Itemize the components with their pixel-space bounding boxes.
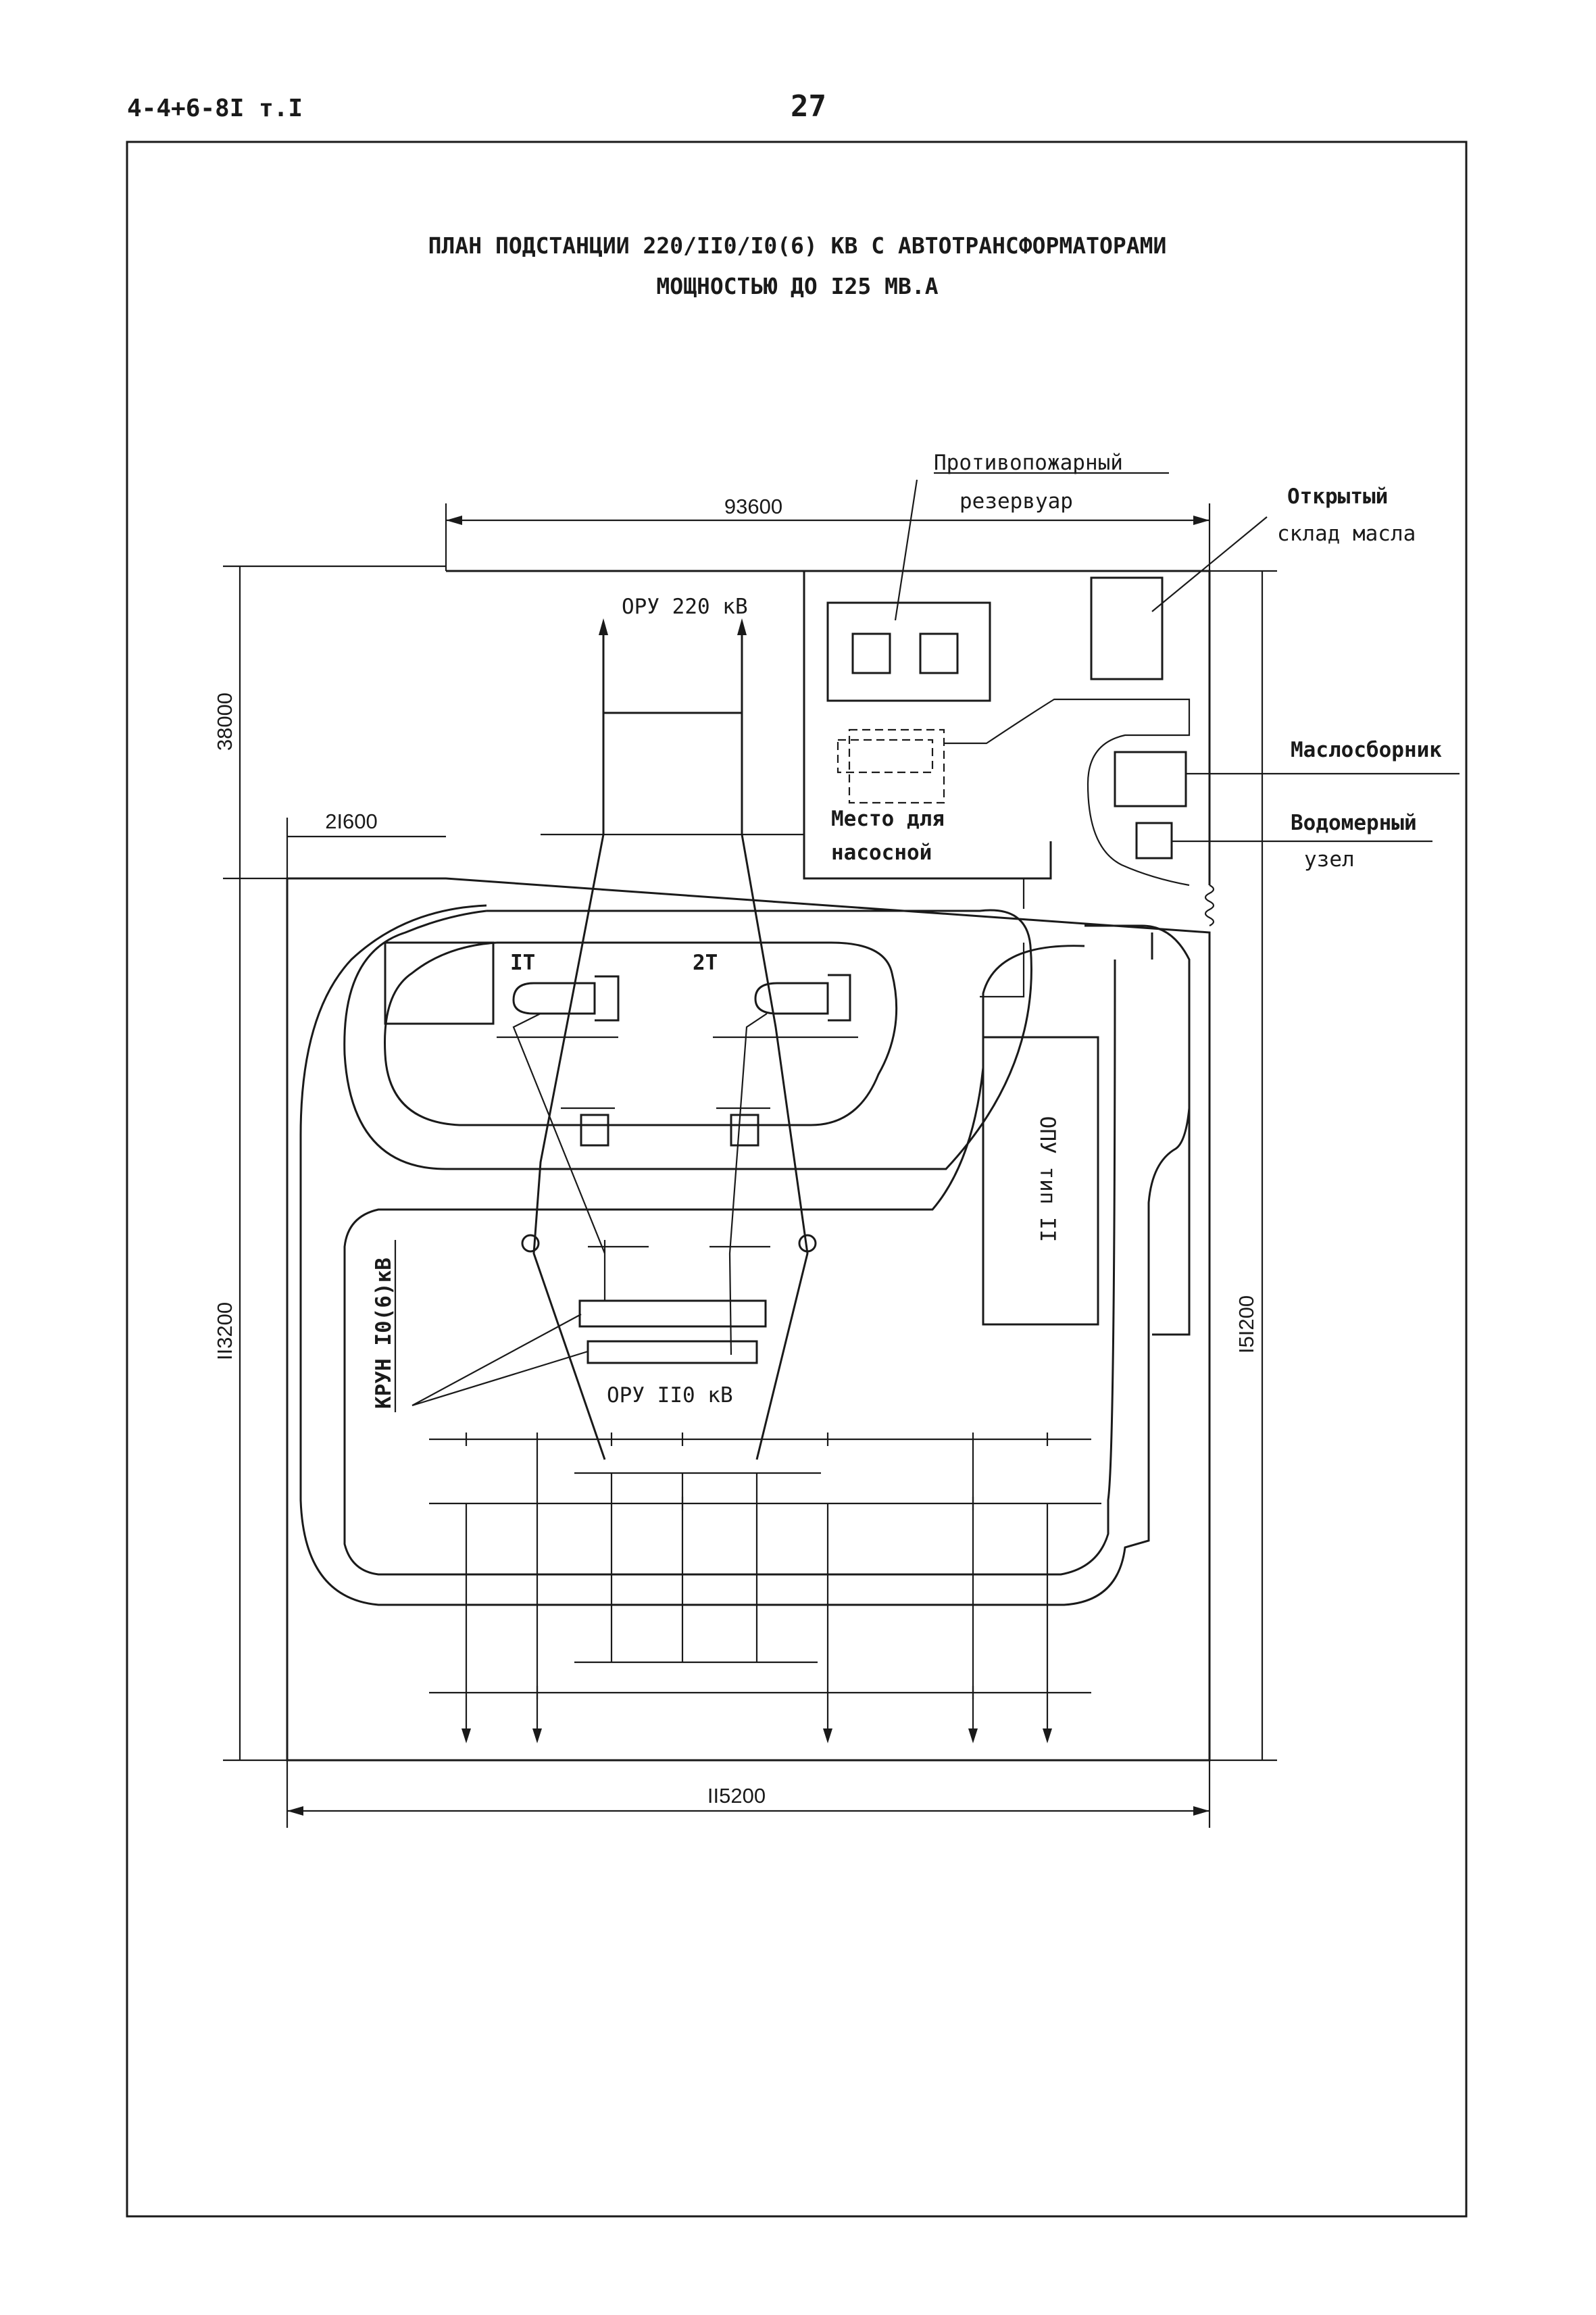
- opu-building: [982, 1036, 1099, 1326]
- label-water-meter-2: узел: [1304, 847, 1355, 872]
- fence-break-symbol: [1204, 885, 1215, 926]
- drawing-frame: [126, 141, 1468, 2218]
- dim-top: 93600: [724, 495, 782, 518]
- site-boundary: [286, 570, 1211, 1762]
- transformer-1: [512, 975, 620, 1022]
- fire-reservoir-tank-2: [919, 632, 959, 674]
- label-oil-store-2: склад масла: [1277, 522, 1416, 546]
- krun-cabinet-1: [578, 1299, 767, 1328]
- plan-title-line-1: ПЛАН ПОДСТАНЦИИ 220/II0/I0(6) КВ С АВТОТ…: [428, 232, 1167, 259]
- pump-place-outline-2: [848, 728, 945, 804]
- leader-fire-reservoir-pointer: [894, 479, 918, 621]
- reactor-1: [580, 1114, 609, 1147]
- plan-title-line-2: МОЩНОСТЬЮ ДО I25 МВ.А: [656, 273, 938, 299]
- label-fire-reservoir-1: Противопожарный: [934, 451, 1123, 475]
- arrow-220-in-1: [599, 618, 608, 635]
- open-oil-store: [1090, 576, 1164, 680]
- leader-krun: [412, 1314, 589, 1407]
- road-transformer-loop-outer: [343, 909, 1032, 1170]
- label-opu: ОПУ тип II: [1035, 1116, 1059, 1243]
- dim-right: I5I200: [1235, 1295, 1258, 1353]
- label-oru-220: ОРУ 220 кВ: [622, 595, 748, 619]
- arrow-110-out-2: [532, 1728, 542, 1743]
- road-right-vertical: [1151, 932, 1191, 1336]
- dim-left-lower: II3200: [213, 1302, 236, 1360]
- dim-arrow: [1193, 1806, 1210, 1816]
- road-outer-ring: [299, 904, 1191, 1606]
- arrow-110-out-5: [1043, 1728, 1052, 1743]
- t1-foundation: [384, 941, 495, 1025]
- label-t2: 2Т: [693, 951, 718, 975]
- water-meter-unit: [1135, 822, 1173, 860]
- dim-left-upper: 38000: [213, 693, 236, 751]
- road-transformer-loop-inner: [384, 941, 898, 1126]
- pipe-line-2: [980, 878, 1025, 998]
- bus-ticks: [465, 1433, 1049, 1699]
- dim-arrow: [1193, 516, 1210, 525]
- label-oru-110: ОРУ II0 кВ: [607, 1383, 733, 1408]
- label-pump-place-1: Место для: [831, 807, 945, 831]
- dim-arrow: [446, 516, 462, 525]
- label-oil-collector: Маслосборник: [1291, 738, 1442, 762]
- pump-place-outline: [837, 739, 934, 774]
- transformer-2: [754, 974, 851, 1022]
- dim-arrow: [287, 1806, 303, 1816]
- reactor-2: [730, 1114, 759, 1147]
- label-oil-store-1: Открытый: [1287, 484, 1388, 509]
- label-pump-place-2: насосной: [831, 841, 932, 865]
- arrow-220-in-2: [737, 618, 747, 635]
- label-t1: IТ: [510, 951, 535, 975]
- page-number: 27: [791, 89, 826, 124]
- arrow-110-out-3: [823, 1728, 832, 1743]
- line-t2-secondary: [728, 1013, 768, 1355]
- label-krun: КРУН I0(6)кВ: [372, 1258, 396, 1409]
- oil-collector: [1114, 751, 1187, 807]
- leader-oil-store: [1151, 516, 1268, 612]
- line-t1-secondary: [512, 1013, 606, 1254]
- dim-bottom: II5200: [707, 1784, 766, 1808]
- breaker-2: [798, 1234, 817, 1253]
- fire-reservoir-tank-1: [851, 632, 891, 674]
- label-fire-reservoir-2: резервуар: [959, 489, 1073, 514]
- arrow-110-out-1: [462, 1728, 471, 1743]
- pipe-line: [944, 698, 1191, 887]
- label-water-meter-1: Водомерный: [1291, 811, 1417, 835]
- fire-reservoir: [826, 601, 991, 702]
- dim-notch: 2I600: [325, 810, 378, 833]
- breaker-1: [521, 1234, 540, 1253]
- line-220-to-t2: [741, 834, 809, 1460]
- arrow-110-out-4: [968, 1728, 978, 1743]
- aux-area-enclosure: [803, 571, 1052, 880]
- document-code: 4-4+6-8I т.I: [127, 95, 303, 122]
- line-220-to-t1: [532, 834, 606, 1460]
